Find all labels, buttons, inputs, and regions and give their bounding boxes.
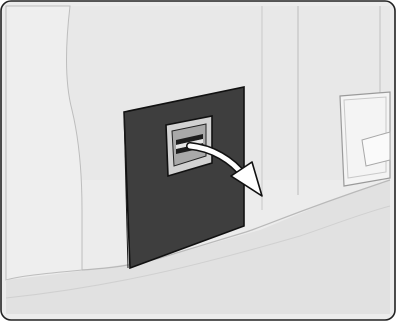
- illustration-frame: [0, 0, 396, 321]
- panel-latch-illustration: [0, 0, 396, 321]
